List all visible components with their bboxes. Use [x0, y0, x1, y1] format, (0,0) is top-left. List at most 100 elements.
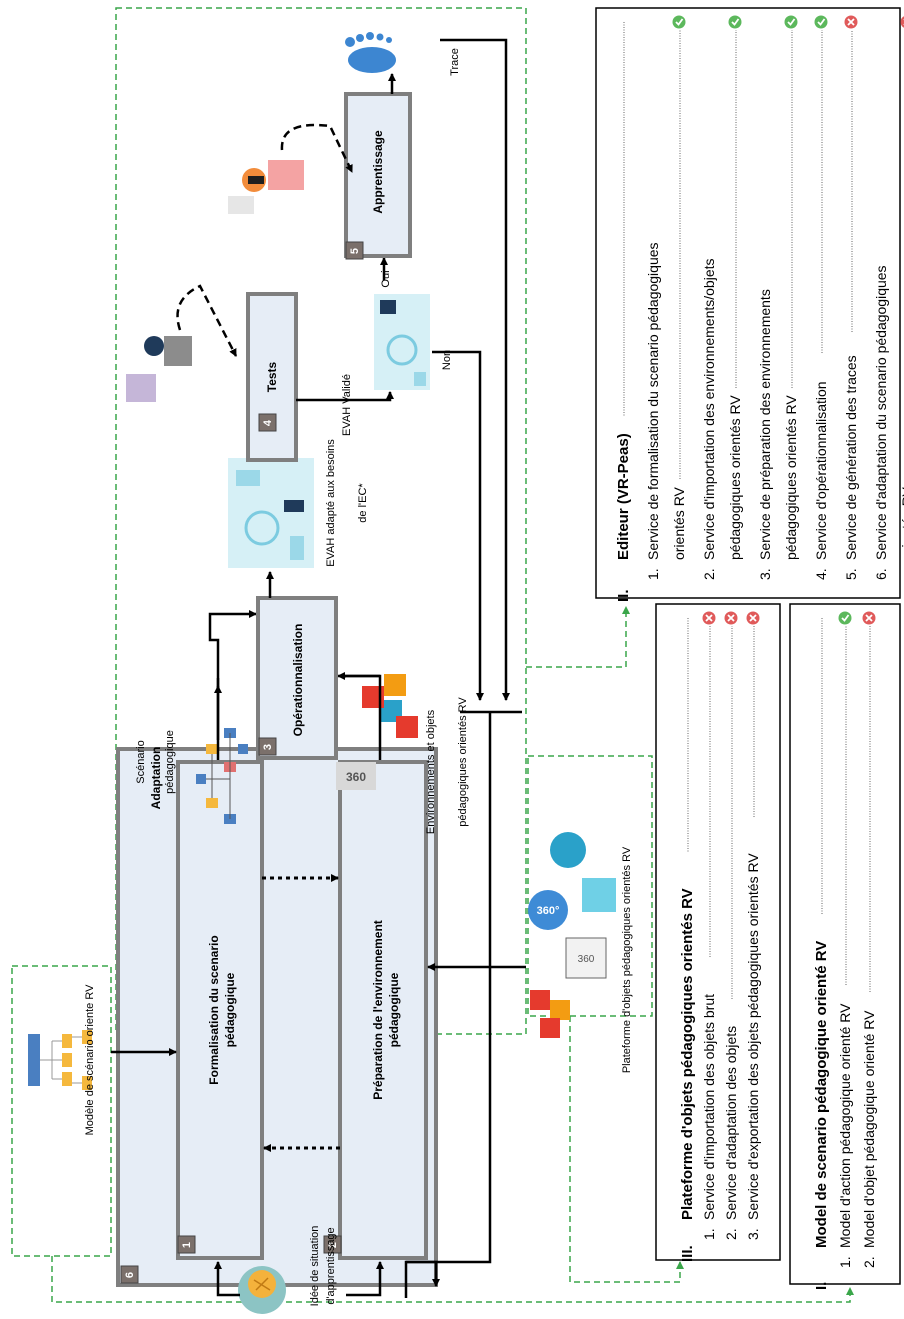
formalisation-box [176, 760, 264, 1260]
editor-item-number: 1. [645, 568, 661, 580]
tests-label: Tests [265, 361, 279, 392]
apprentissage-box [344, 92, 412, 258]
connector-model-to-panel [51, 1256, 854, 1303]
arrow-idea-to-formalisation [214, 1261, 240, 1297]
editor-roman: II. [615, 589, 632, 602]
model-roman: I. [813, 1282, 830, 1290]
editor-item-number: 3. [757, 568, 773, 580]
model-panel-content: I. Model de scenario pédagogique orienté … [813, 611, 877, 1290]
editor-item-label-cont: pédagogiques orientés RV [727, 395, 743, 560]
env-output-label-1: Environnements et objets [425, 709, 437, 834]
platform-item-label: Service d'adaptation des objets [723, 1026, 739, 1220]
operationalisation-label: Opérationnalisation [291, 624, 305, 737]
trace-label: Trace [449, 48, 461, 76]
svg-text:360°: 360° [537, 905, 560, 917]
scenario-output-label-2: pédagogique [164, 730, 176, 794]
platform-label: Plateforme d'objets pédagogiques orienté… [621, 846, 633, 1073]
arrow-non-feedback [432, 350, 484, 701]
idea-label-2: d'apprentissage [325, 1227, 337, 1304]
connector-platform-to-panel [569, 1016, 684, 1283]
idea-label-1: Idée de situation [309, 1226, 321, 1307]
operationalisation-number-badge [258, 737, 277, 756]
preparation-box [338, 760, 428, 1260]
platform-item-number: 2. [723, 1228, 739, 1240]
check-icon [728, 15, 742, 29]
cross-icon [746, 611, 760, 625]
formalisation-label-2: pédagogique [223, 972, 237, 1047]
editor-item-label-cont: orientés RV [671, 486, 687, 560]
arrow-trace-feedback [440, 38, 510, 701]
editor-item-label: Service d'opérationnalisation [813, 381, 829, 560]
apprentissage-number-badge [345, 241, 364, 260]
cross-icon [702, 611, 716, 625]
adaptation-number: 6 [124, 1272, 136, 1278]
model-panel [789, 603, 901, 1285]
platform-title: Plateforme d'objets pédagogiques orienté… [679, 888, 696, 1220]
platform-item-label: Service d'exportation des objets pédagog… [745, 853, 761, 1220]
model-item-number: 1. [837, 1256, 853, 1268]
connector-editor-to-panel [526, 606, 630, 668]
platform-item-number: 1. [701, 1228, 717, 1240]
tests-number: 4 [262, 419, 274, 426]
scenario-model-label: Modèle de scénario oriente RV [84, 984, 96, 1135]
arrow-idea-to-preparation [346, 1261, 384, 1297]
editor-item-label-cont: orientés RV [899, 486, 904, 560]
arrow-scenario-flow-to-op [208, 610, 257, 690]
tester-person-icon [126, 284, 238, 402]
platform-panel-content: III. Plateforme d'objets pédagogiques ori… [679, 611, 761, 1262]
adaptation-title: Adaptation [149, 747, 163, 810]
model-item-label: Model d'action pédagogique orienté RV [837, 1003, 853, 1248]
formalisation-number-badge [177, 1235, 196, 1254]
scenario-model-icon [28, 1030, 92, 1090]
evah-adapted-label-2: de l'EC* [357, 483, 369, 523]
oui-label: Oui [380, 270, 392, 287]
check-icon [784, 15, 798, 29]
platform-objects-icon: 360° 360 [528, 832, 616, 1038]
apprentissage-label: Apprentissage [371, 130, 385, 214]
adaptation-number-badge [120, 1265, 139, 1284]
cross-icon [862, 611, 876, 625]
scenario-output-label-1: Scénario [135, 740, 147, 783]
platform-item-number: 3. [745, 1228, 761, 1240]
preparation-label-2: pédagogique [387, 972, 401, 1047]
evah-valid-image [374, 294, 430, 390]
tests-box [246, 292, 298, 462]
check-icon [672, 15, 686, 29]
arrow-tests-to-valid [296, 391, 394, 402]
model-title: Model de scenario pédagogique orienté RV [813, 941, 830, 1248]
check-icon [814, 15, 828, 29]
editor-item-label: Service de génération des traces [843, 355, 859, 560]
editor-item-label: Service d'adaptation du scenario pédagog… [873, 265, 889, 560]
evah-adapted-label-1: EVAH adapté aux besoins [325, 439, 337, 567]
preparation-number: 2 [327, 1242, 339, 1248]
cross-icon [724, 611, 738, 625]
footprint-icon [345, 32, 396, 73]
editor-item-number: 6. [873, 568, 889, 580]
svg-text:360: 360 [578, 954, 595, 965]
platform-input-dashed-region [527, 755, 653, 1017]
formalisation-number: 1 [181, 1242, 193, 1248]
apprentissage-number: 5 [349, 248, 361, 254]
formalisation-label-1: Formalisation du scenario [207, 935, 221, 1084]
evah-adapted-image [228, 458, 314, 568]
svg-text:360: 360 [346, 770, 366, 784]
editor-title: Editeur (VR-Peas) [615, 433, 632, 560]
editor-item-label: Service d'importation des environnements… [701, 259, 717, 561]
editor-panel-content: II. Editeur (VR-Peas) 1. Service de formali… [615, 15, 904, 602]
editor-item-label: Service de préparation des environnement… [757, 289, 773, 560]
arrow-feedback-into-adaptation [406, 1260, 440, 1287]
env-output-label-2: pédagogiques orientés RV [457, 697, 469, 827]
model-input-dashed-region [11, 965, 112, 1257]
non-label: Non [441, 350, 453, 370]
editor-item-number: 2. [701, 568, 717, 580]
preparation-number-badge [323, 1235, 342, 1254]
tests-number-badge [258, 413, 277, 432]
check-icon [838, 611, 852, 625]
editor-item-label: Service de formalisation du scenario péd… [645, 242, 661, 560]
model-item-number: 2. [861, 1256, 877, 1268]
platform-roman: III. [679, 1245, 696, 1262]
model-item-label: Model d'objet pédagogique orienté RV [861, 1010, 877, 1248]
environment-objects-icon: 360 [336, 674, 418, 790]
editor-item-label-cont: pédagogiques orientés RV [783, 395, 799, 560]
editor-panel [595, 7, 901, 599]
